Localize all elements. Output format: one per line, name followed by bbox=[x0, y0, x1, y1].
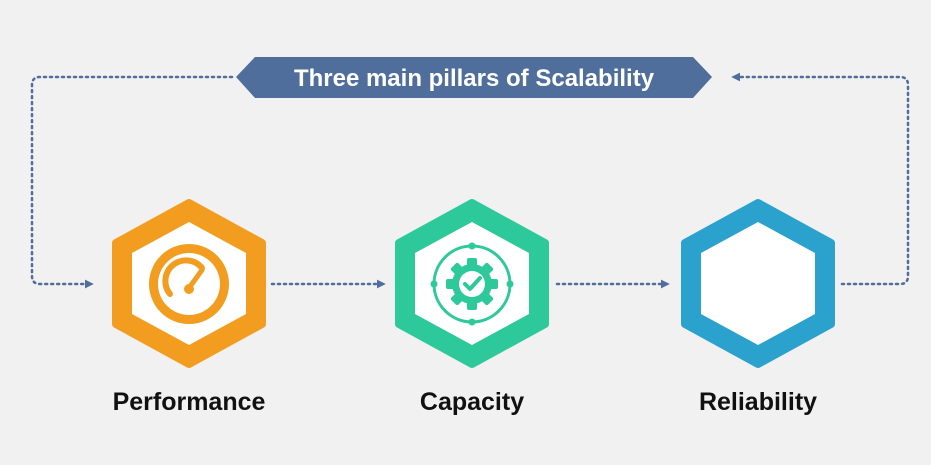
speedometer-icon bbox=[149, 244, 229, 324]
pillar-reliability bbox=[681, 199, 835, 368]
pillar-performance bbox=[112, 199, 266, 368]
reliability-label: Reliability bbox=[698, 388, 818, 416]
gear-check-icon bbox=[430, 242, 514, 326]
diagram-title: Three main pillars of Scalability bbox=[294, 65, 655, 92]
loop-connector-right bbox=[731, 72, 910, 286]
capacity-label: Capacity bbox=[419, 388, 525, 416]
pillar-capacity bbox=[395, 199, 549, 368]
performance-label: Performance bbox=[112, 388, 266, 416]
loop-connector-left bbox=[30, 75, 234, 289]
title-banner: Three main pillars of Scalability bbox=[236, 57, 712, 98]
title-banner-shape bbox=[236, 57, 712, 98]
